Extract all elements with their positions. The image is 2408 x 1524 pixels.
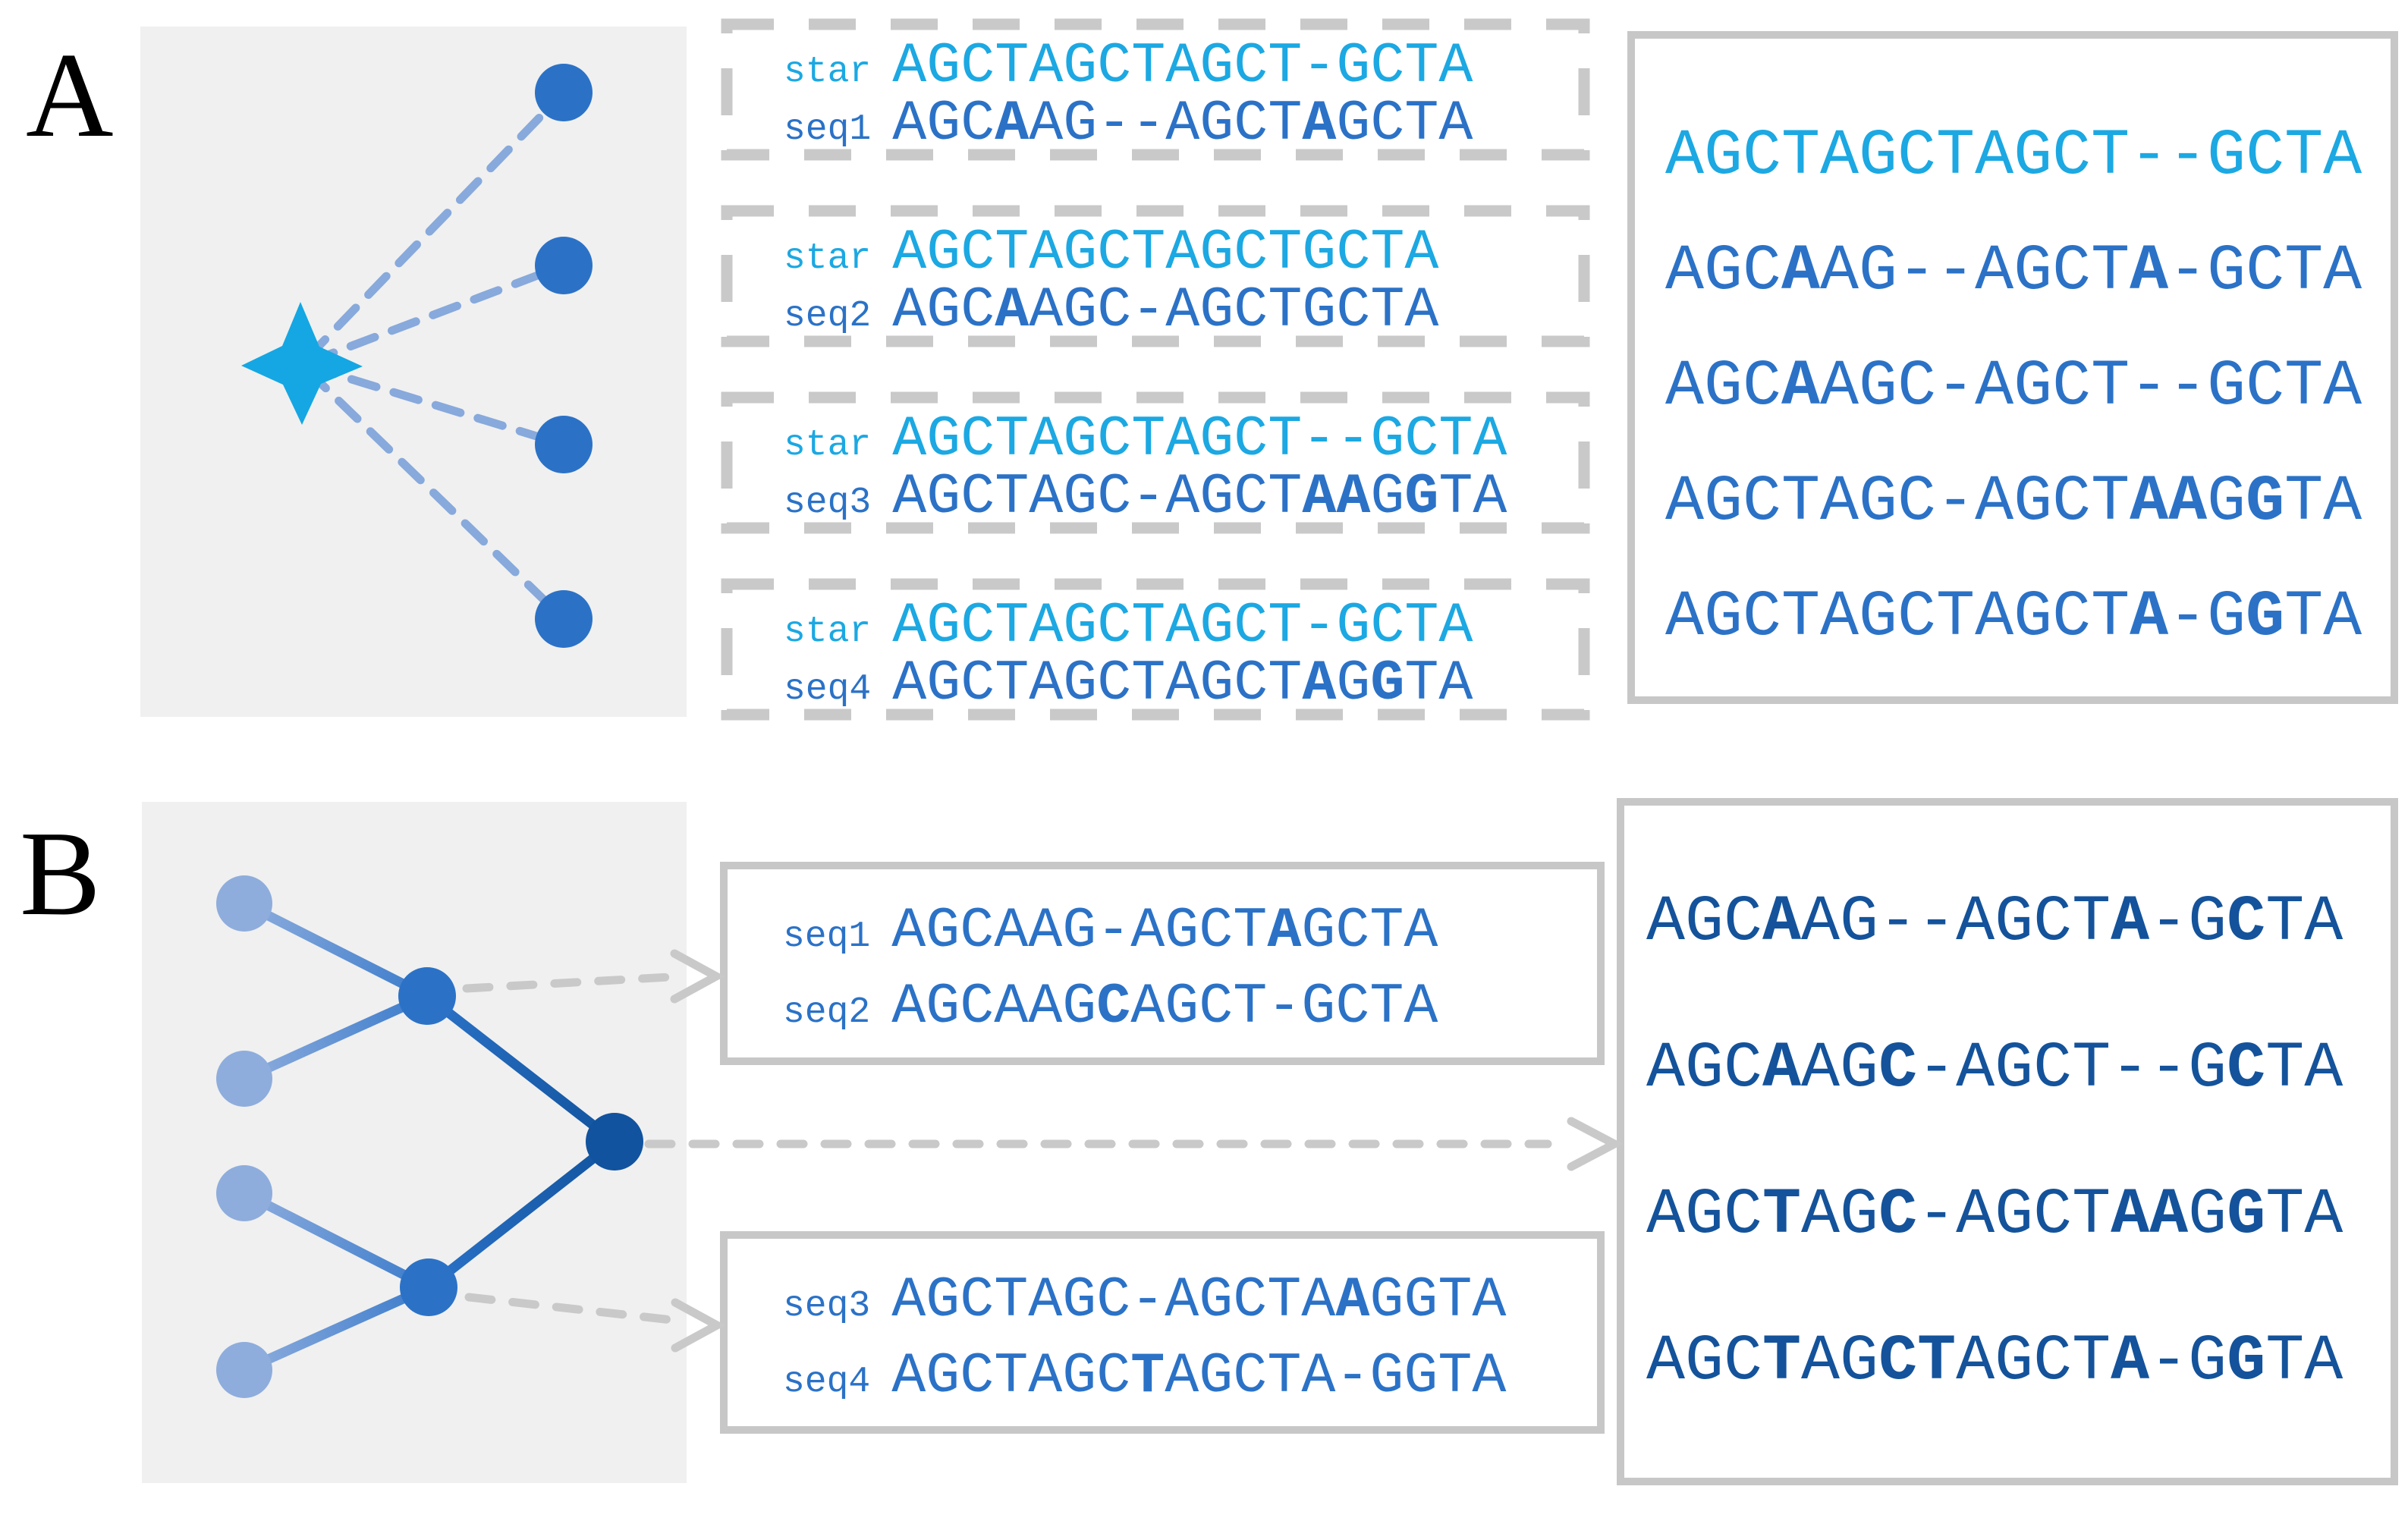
sequence-label: star xyxy=(784,425,872,466)
alignment-row: AGCTAGCTAGCTA-GGTA xyxy=(1646,1288,2408,1434)
sequence-text: AGCTAGCTAGCT--GCTA xyxy=(1665,118,2362,193)
sequence-text: AGCTAGC-AGCTAAGGTA xyxy=(891,1268,1507,1333)
alignment-row: seq3 AGCTAGC-AGCTAAGGTA xyxy=(724,1263,1601,1339)
leaf-node-icon xyxy=(216,1165,272,1221)
sequence-label: seq2 xyxy=(784,296,872,337)
tree-edges xyxy=(242,899,618,1375)
star-leaf-nodes xyxy=(535,64,593,648)
leaf-node-icon xyxy=(216,1342,272,1398)
leaf-node-icon xyxy=(535,416,593,473)
alignment-row: seq4 AGCTAGCTAGCTAGGTA xyxy=(727,655,1584,713)
alignment-row: seq2 AGCAAGCAGCT-GCTA xyxy=(724,969,1601,1045)
internal-node-icon xyxy=(400,1258,457,1316)
sequence-text: AGCTAGCTAGCT-GCTA xyxy=(892,594,1473,658)
sequence-text: AGCTAGCTAGCTA-GGTA xyxy=(891,1343,1507,1409)
leaf-node-icon xyxy=(535,237,593,294)
sequence-label: seq1 xyxy=(784,109,872,150)
arrow-to-pair-box-2 xyxy=(464,1293,690,1326)
alignment-row: AGCAAG--AGCTA-GCTA xyxy=(1646,849,2408,995)
solid-boxes xyxy=(720,31,2398,1485)
sequence-text: AGCTAGCTAGCT-GCTA xyxy=(892,34,1473,99)
alignment-row: seq4 AGCTAGCTAGCTA-GGTA xyxy=(724,1339,1601,1415)
sequence-text: AGCTAGC-AGCTAAGGTA xyxy=(1665,464,2362,539)
alignment-row: AGCAAGC-AGCT--GCTA xyxy=(1646,995,2408,1142)
alignment-row: AGCAAGC-AGCT--GCTA xyxy=(1665,329,2408,445)
sequence-text: AGCAAG--AGCTA-GCTA xyxy=(1665,234,2362,308)
sequence-text: AGCAAGC-AGCT--GCTA xyxy=(1665,349,2362,423)
pair-box-2 xyxy=(720,1231,1605,1434)
sequence-label: seq3 xyxy=(784,482,872,523)
sequence-label: star xyxy=(784,238,872,279)
msa-result-b: AGCAAG--AGCTA-GCTA AGCAAGC-AGCT--GCTA AGCT… xyxy=(1621,802,2408,1482)
sequence-text: AGCTAGCTAGCTGCTA xyxy=(892,221,1439,285)
sequence-text: AGCAAGCAGCT-GCTA xyxy=(891,975,1438,1039)
sequence-text: AGCAAGC-AGCT--GCTA xyxy=(1646,1032,2344,1105)
alignment-row: AGCAAG--AGCTA-GCTA xyxy=(1665,214,2408,329)
sequence-label: seq1 xyxy=(783,916,871,957)
sequence-text: AGCTAGCTAGCTA-GGTA xyxy=(1646,1324,2344,1398)
sequence-text: AGCTAGCTAGCT--GCTA xyxy=(892,407,1507,472)
sequence-text: AGCTAGC-AGCTAAGGTA xyxy=(892,465,1507,529)
progressive-arrows xyxy=(462,949,1624,1353)
leaf-node-icon xyxy=(216,1051,272,1107)
sequence-text: AGCTAGC-AGCTAAGGTA xyxy=(1646,1178,2344,1252)
sequence-label: seq4 xyxy=(783,1361,871,1403)
panel-b-label: B xyxy=(20,806,101,941)
msa-result-a: AGCTAGCTAGCT--GCTA AGCAAG--AGCTA-GCTA AGCA… xyxy=(1631,35,2408,719)
sequence-text: AGCAAGC-AGCTGCTA xyxy=(892,278,1439,343)
star-icon xyxy=(241,302,363,425)
pairwise-dashed-boxes xyxy=(721,18,1590,721)
internal-node-icon xyxy=(398,967,456,1025)
leaf-node-icon xyxy=(216,875,272,932)
sequence-text: AGCTAGCTAGCTAGGTA xyxy=(892,652,1473,716)
alignment-row: seq1 AGCAAG-AGCTAGCTA xyxy=(724,894,1601,969)
sequence-text: AGCTAGCTAGCTA-GGTA xyxy=(1665,580,2362,654)
arrowhead-icon xyxy=(671,1298,726,1353)
panel-a-label: A xyxy=(26,27,114,162)
tree-nodes xyxy=(216,875,643,1398)
sequence-text: AGCAAG-AGCTAGCTA xyxy=(891,899,1438,963)
sequence-text: AGCAAG--AGCTAGCTA xyxy=(892,92,1473,156)
sequence-label: seq2 xyxy=(783,992,871,1033)
alignment-row: AGCTAGC-AGCTAAGGTA xyxy=(1665,445,2408,560)
leaf-node-icon xyxy=(535,590,593,648)
sequence-label: seq3 xyxy=(783,1285,871,1327)
msa-b-box xyxy=(1617,798,2398,1485)
pair-box-1 xyxy=(720,862,1605,1065)
arrowhead-icon xyxy=(1567,1117,1624,1171)
subalignment-box-2: seq3 AGCTAGC-AGCTAAGGTA seq4 AGCTAGCTAGCTA-… xyxy=(724,1235,1601,1436)
star-connector-lines xyxy=(303,88,568,624)
alignment-row: AGCTAGCTAGCTA-GGTA xyxy=(1665,560,2408,675)
arrowhead-icon xyxy=(670,949,725,1004)
subalignment-box-1: seq1 AGCAAG-AGCTAGCTA seq2 AGCAAGCAGCT-GCTA xyxy=(724,866,1601,1067)
msa-a-box xyxy=(1627,31,2398,704)
arrow-to-pair-box-1 xyxy=(462,972,687,993)
panel-a-background xyxy=(140,27,687,717)
leaf-node-icon xyxy=(535,64,593,121)
sequence-label: star xyxy=(784,52,872,93)
alignment-row: AGCTAGCTAGCT--GCTA xyxy=(1665,99,2408,214)
sequence-label: seq4 xyxy=(784,669,872,710)
sequence-text: AGCAAG--AGCTA-GCTA xyxy=(1646,885,2344,959)
alignment-row: AGCTAGC-AGCTAAGGTA xyxy=(1646,1142,2408,1288)
root-node-icon xyxy=(586,1113,643,1170)
sequence-label: star xyxy=(784,611,872,652)
